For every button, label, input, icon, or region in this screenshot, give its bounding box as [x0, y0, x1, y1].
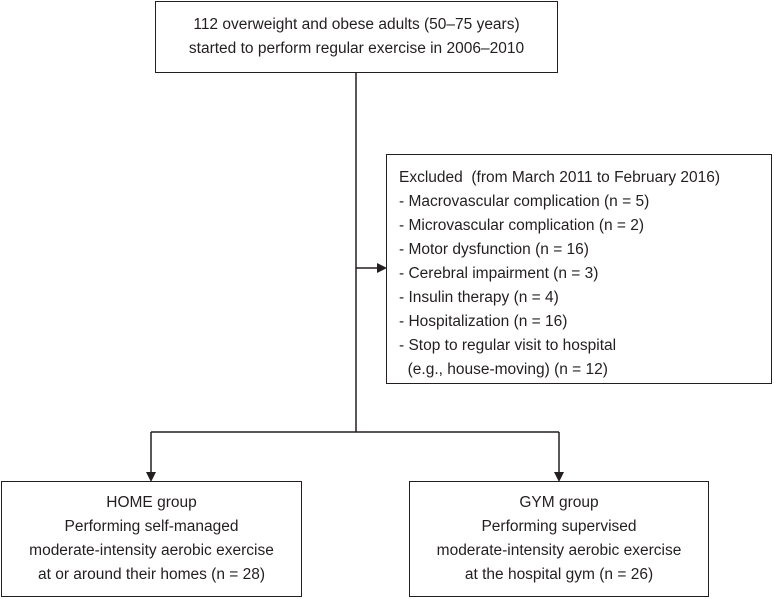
excluded-item: - Hospitalization (n = 16) [399, 313, 568, 330]
enrollment-line: started to perform regular exercise in 2… [188, 40, 525, 57]
home-group-line: at or around their homes (n = 28) [37, 566, 266, 583]
gym-group-title: GYM group [519, 494, 599, 511]
gym-group-box: GYM group Performing supervised moderate… [409, 481, 709, 597]
home-group-line: Performing self-managed [64, 518, 239, 535]
home-group-line: moderate-intensity aerobic exercise [29, 542, 274, 559]
excluded-item: - Cerebral impairment (n = 3) [399, 265, 599, 282]
gym-group-line: Performing supervised [481, 518, 637, 535]
home-group-box: HOME group Performing self-managed moder… [1, 481, 302, 597]
excluded-item: - Motor dysfunction (n = 16) [399, 241, 589, 258]
excluded-item: (e.g., house-moving) (n = 12) [399, 361, 608, 378]
enrollment-box: 112 overweight and obese adults (50–75 y… [155, 1, 558, 73]
excluded-title: Excluded (from March 2011 to February 20… [399, 169, 721, 186]
gym-group-line: at the hospital gym (n = 26) [464, 566, 654, 583]
home-group-title: HOME group [106, 494, 197, 511]
enrollment-line: 112 overweight and obese adults (50–75 y… [193, 16, 520, 33]
excluded-item: - Microvascular complication (n = 2) [399, 217, 645, 234]
excluded-item: - Insulin therapy (n = 4) [399, 289, 559, 306]
excluded-item: - Stop to regular visit to hospital [399, 337, 617, 354]
excluded-item: - Macrovascular complication (n = 5) [399, 193, 650, 210]
excluded-box: Excluded (from March 2011 to February 20… [386, 154, 772, 384]
gym-group-line: moderate-intensity aerobic exercise [436, 542, 682, 559]
